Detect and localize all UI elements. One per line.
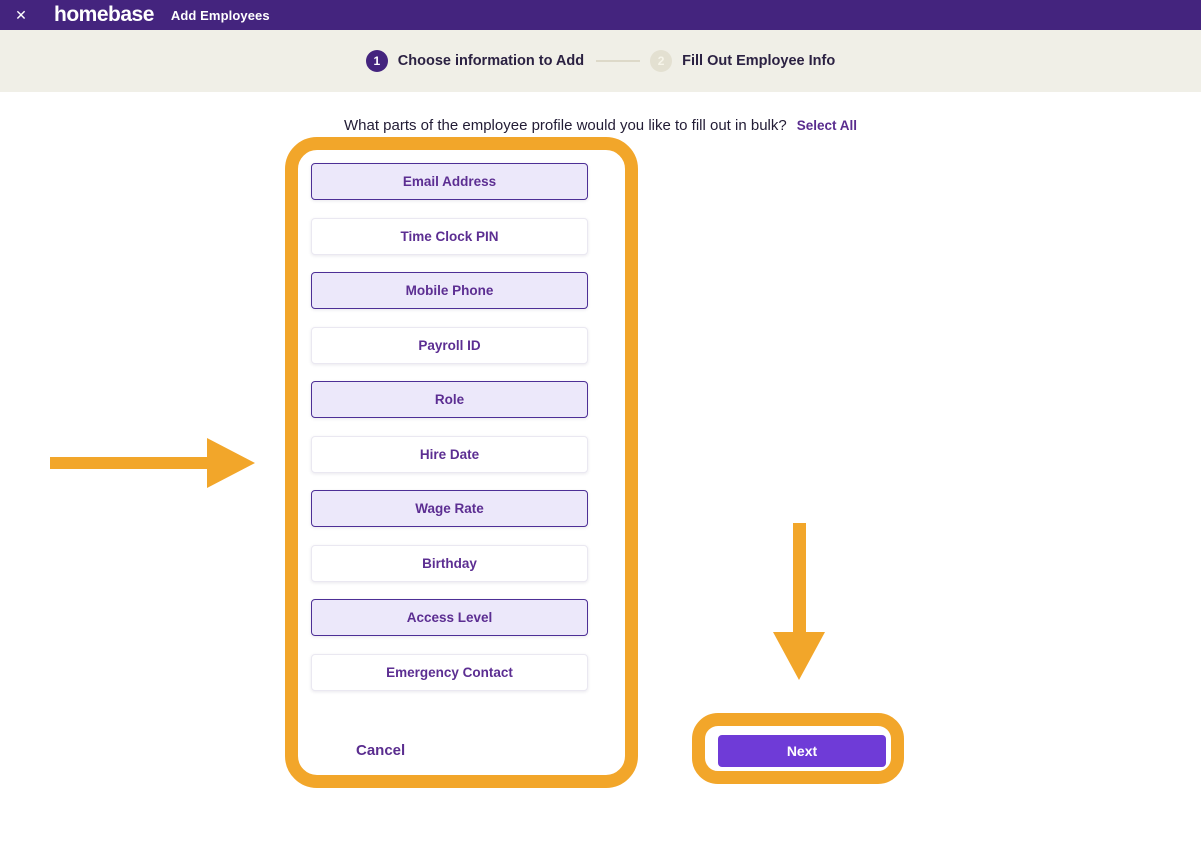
annotation-down-arrow-shaft: [793, 523, 806, 633]
annotation-down-arrow-head: [773, 632, 825, 680]
question-row: What parts of the employee profile would…: [0, 117, 1201, 134]
option-wage-rate[interactable]: Wage Rate: [311, 490, 588, 527]
page-title: Add Employees: [170, 7, 270, 23]
step-2-label: Fill Out Employee Info: [682, 53, 836, 69]
next-button[interactable]: Next: [718, 735, 886, 767]
close-icon[interactable]: ✕: [6, 0, 36, 30]
stepper-strip: 1 Choose information to Add 2 Fill Out E…: [0, 30, 1201, 92]
option-payroll-id[interactable]: Payroll ID: [311, 326, 588, 364]
option-mobile-phone[interactable]: Mobile Phone: [311, 272, 588, 309]
step-2-number-badge: 2: [650, 50, 673, 72]
option-access-level[interactable]: Access Level: [311, 599, 588, 636]
cancel-button[interactable]: Cancel: [356, 742, 406, 759]
select-all-link[interactable]: Select All: [796, 118, 857, 133]
question-text: What parts of the employee profile would…: [343, 117, 787, 134]
option-hire-date[interactable]: Hire Date: [311, 435, 588, 473]
option-emergency-contact[interactable]: Emergency Contact: [311, 653, 588, 691]
annotation-right-arrow-head: [207, 438, 255, 488]
topbar: ✕ homebase Add Employees: [0, 0, 1201, 30]
step-2-fill-out-info: 2 Fill Out Employee Info: [650, 50, 835, 72]
step-1-choose-information: 1 Choose information to Add: [365, 50, 585, 72]
stepper: 1 Choose information to Add 2 Fill Out E…: [365, 50, 835, 72]
step-connector-line: [596, 60, 641, 62]
step-1-label: Choose information to Add: [397, 53, 585, 69]
option-role[interactable]: Role: [311, 381, 588, 418]
step-1-number-badge: 1: [365, 50, 388, 72]
homebase-logo: homebase: [54, 3, 154, 26]
option-email-address[interactable]: Email Address: [311, 163, 588, 200]
annotation-right-arrow-shaft: [50, 457, 208, 469]
option-time-clock-pin[interactable]: Time Clock PIN: [311, 217, 588, 255]
option-birthday[interactable]: Birthday: [311, 544, 588, 582]
